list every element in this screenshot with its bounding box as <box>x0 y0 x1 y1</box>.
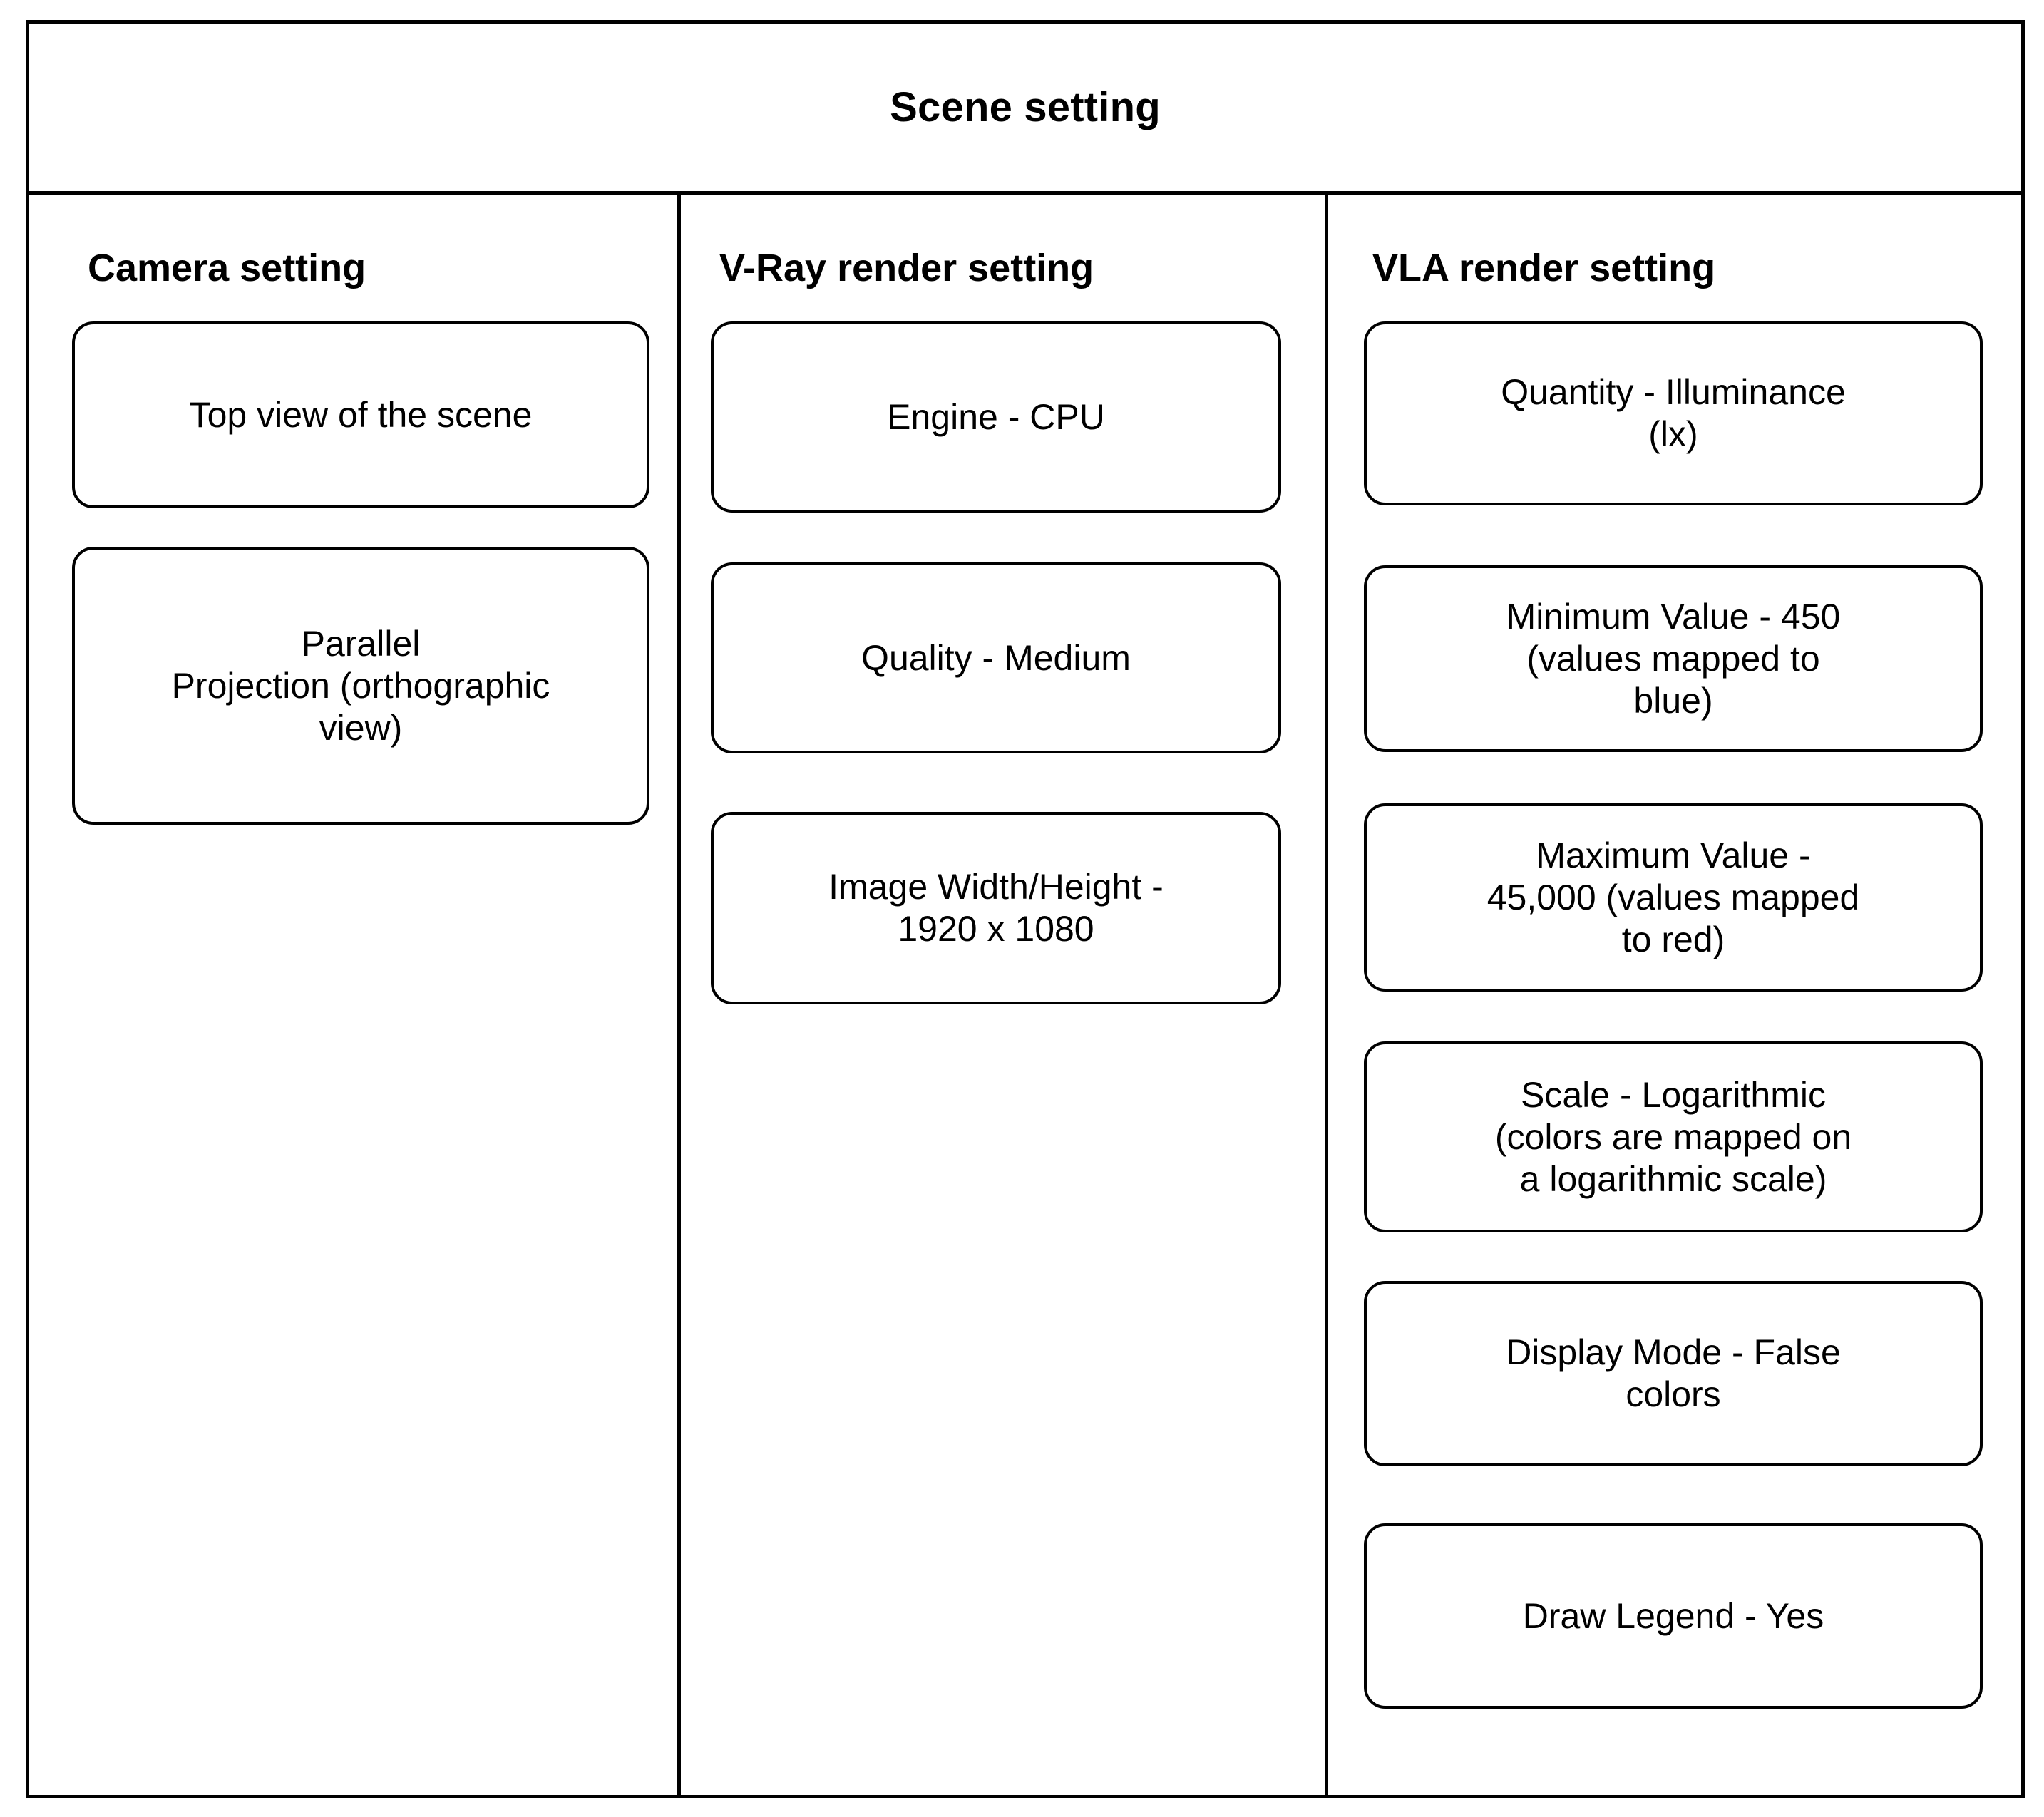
setting-box-label: Scale - Logarithmic (colors are mapped o… <box>1494 1074 1852 1199</box>
column-divider-1 <box>677 195 681 1795</box>
setting-box-label: Quantity - Illuminance (lx) <box>1501 372 1846 455</box>
setting-box-label: Maximum Value - 45,000 (values mapped to… <box>1486 835 1860 959</box>
setting-box-quality[interactable]: Quality - Medium <box>711 562 1281 754</box>
diagram-title: Scene setting <box>890 83 1161 130</box>
vla-render-setting-items: Quantity - Illuminance (lx) Minimum Valu… <box>1354 321 1999 1709</box>
column-header-camera-setting: Camera setting <box>88 247 366 289</box>
vray-render-setting-items: Engine - CPU Quality - Medium Image Widt… <box>704 321 1302 1005</box>
column-camera-setting: Camera setting Top view of the scene Par… <box>29 195 677 1795</box>
setting-box-engine[interactable]: Engine - CPU <box>711 321 1281 513</box>
setting-box-display-mode[interactable]: Display Mode - False colors <box>1364 1281 1983 1467</box>
columns-region: Camera setting Top view of the scene Par… <box>29 195 2021 1795</box>
setting-box-label: Parallel Projection (orthographic view) <box>171 623 550 748</box>
setting-box-top-view[interactable]: Top view of the scene <box>72 321 649 509</box>
column-vla-render-setting: VLA render setting Quantity - Illuminanc… <box>1328 195 2025 1795</box>
setting-box-draw-legend[interactable]: Draw Legend - Yes <box>1364 1523 1983 1709</box>
setting-box-label: Image Width/Height - 1920 x 1080 <box>828 867 1164 949</box>
setting-box-maximum-value[interactable]: Maximum Value - 45,000 (values mapped to… <box>1364 803 1983 992</box>
camera-setting-items: Top view of the scene Parallel Projectio… <box>45 321 662 825</box>
diagram-title-band: Scene setting <box>29 24 2021 195</box>
column-header-vla-render-setting: VLA render setting <box>1372 247 1716 289</box>
scene-setting-table: Scene setting Camera setting Top view of… <box>26 20 2025 1798</box>
column-divider-2 <box>1325 195 1328 1795</box>
column-vray-render-setting: V-Ray render setting Engine - CPU Qualit… <box>681 195 1325 1795</box>
setting-box-label: Top view of the scene <box>189 394 533 435</box>
column-header-vray-render-setting: V-Ray render setting <box>719 247 1094 289</box>
setting-box-label: Engine - CPU <box>887 396 1105 437</box>
setting-box-minimum-value[interactable]: Minimum Value - 450 (values mapped to bl… <box>1364 565 1983 753</box>
setting-box-image-size[interactable]: Image Width/Height - 1920 x 1080 <box>711 812 1281 1005</box>
setting-box-scale[interactable]: Scale - Logarithmic (colors are mapped o… <box>1364 1041 1983 1233</box>
setting-box-label: Minimum Value - 450 (values mapped to bl… <box>1506 596 1841 721</box>
setting-box-quantity[interactable]: Quantity - Illuminance (lx) <box>1364 321 1983 506</box>
setting-box-label: Display Mode - False colors <box>1506 1332 1841 1415</box>
setting-box-parallel-projection[interactable]: Parallel Projection (orthographic view) <box>72 547 649 825</box>
setting-box-label: Draw Legend - Yes <box>1522 1595 1824 1636</box>
setting-box-label: Quality - Medium <box>861 637 1131 678</box>
